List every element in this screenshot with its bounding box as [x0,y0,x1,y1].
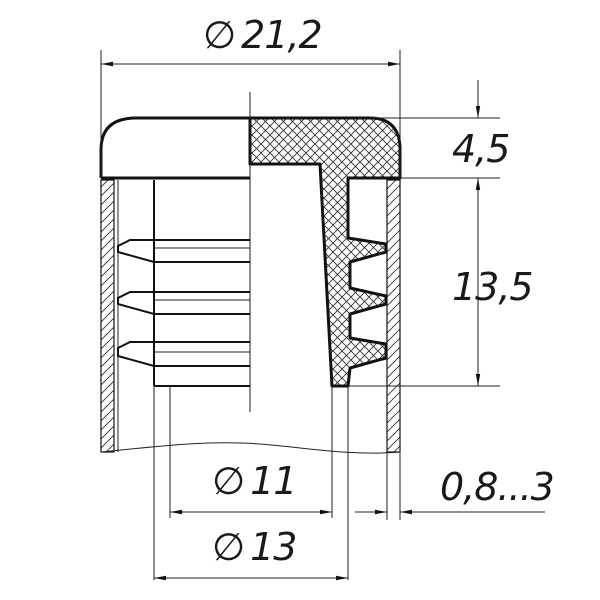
outer-diameter-symbol: ∅ [203,13,235,57]
cap-height-value: 4,5 [452,127,509,171]
dim-diameter-11: ∅11 [170,459,332,515]
svg-text:∅13: ∅13 [212,525,296,569]
diameter-13-symbol: ∅ [212,525,244,569]
rib-1 [117,239,250,263]
outer-diameter-value: 21,2 [241,13,322,57]
tube-wall [100,179,401,454]
rib-2 [117,291,250,315]
tube-wall-left [100,179,115,453]
break-line [100,442,401,454]
rib-3 [117,341,250,367]
insert-length-value: 13,5 [452,265,533,309]
tube-wall-right [386,179,401,453]
diameter-13-value: 13 [250,525,296,569]
dim-cap-height: 4,5 [370,80,510,180]
cap-head-outline [99,116,250,178]
dim-outer-diameter: ∅21,2 [100,13,401,178]
diameter-11-value: 11 [250,459,296,503]
svg-text:∅21,2: ∅21,2 [203,13,322,57]
section-cap [248,116,402,388]
dim-diameter-13: ∅13 [154,525,348,581]
svg-text:∅11: ∅11 [212,459,296,503]
diameter-11-symbol: ∅ [212,459,244,503]
dim-wall-thickness: 0,8...3 [355,452,555,520]
dim-insert-length: 13,5 [348,178,534,387]
insert-left-half [117,180,250,452]
wall-thickness-value: 0,8...3 [440,465,554,509]
